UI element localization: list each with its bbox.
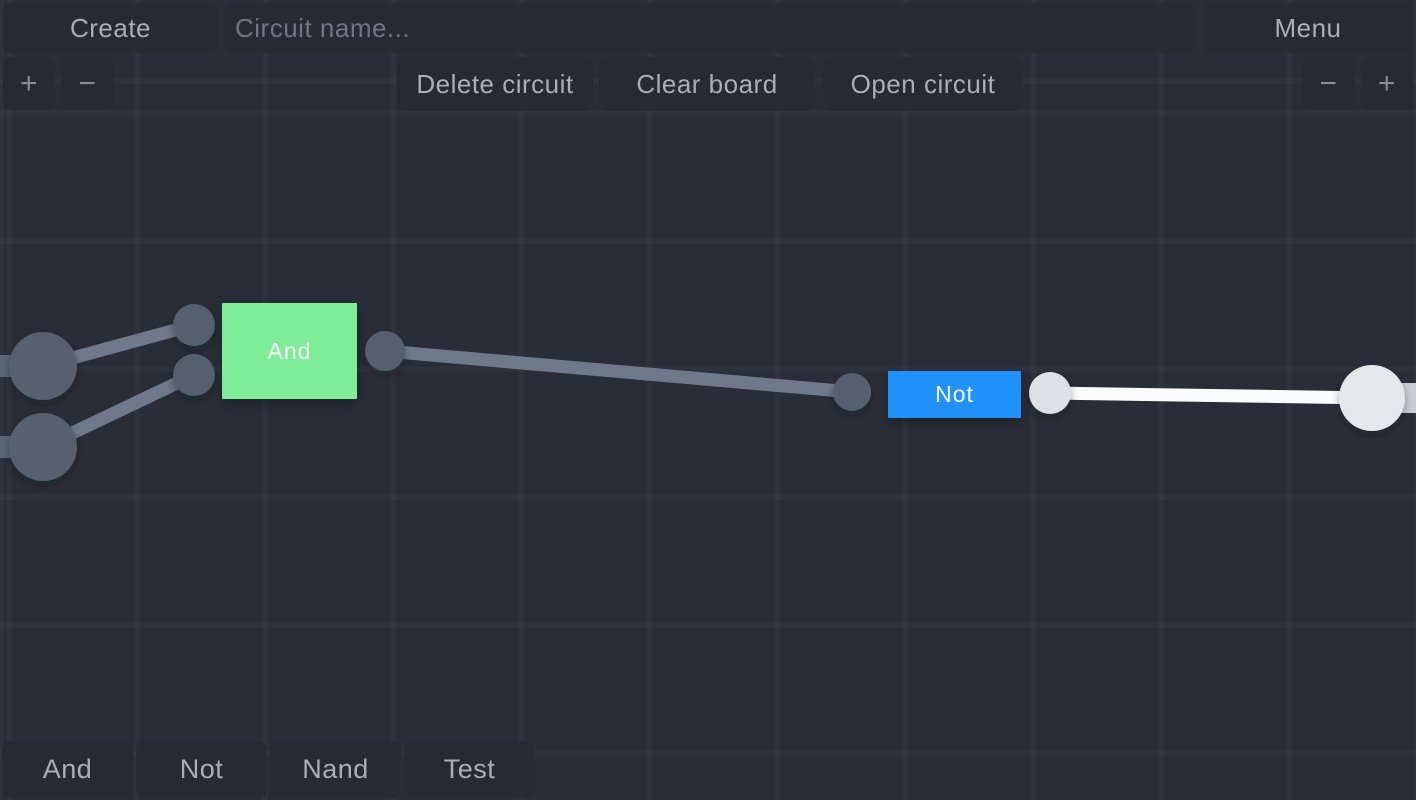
and-input-pin-2[interactable] (173, 354, 215, 396)
zoom-in-button-left[interactable]: + (3, 57, 55, 110)
input-node-1[interactable] (9, 332, 77, 400)
menu-button[interactable]: Menu (1203, 3, 1413, 53)
gate-not[interactable]: Not (888, 371, 1021, 418)
open-circuit-button[interactable]: Open circuit (823, 57, 1023, 111)
clear-board-button[interactable]: Clear board (599, 57, 815, 111)
and-input-pin-1[interactable] (173, 304, 215, 346)
create-button[interactable]: Create (3, 3, 218, 53)
not-input-pin[interactable] (833, 373, 871, 411)
and-output-pin[interactable] (365, 331, 405, 371)
output-node[interactable] (1339, 365, 1405, 431)
palette-item-and[interactable]: And (2, 741, 133, 798)
gate-not-label: Not (935, 381, 974, 407)
circuit-name-input[interactable] (225, 3, 1196, 53)
delete-circuit-button[interactable]: Delete circuit (397, 57, 593, 111)
palette-item-nand[interactable]: Nand (270, 741, 401, 798)
gate-and-label: And (267, 337, 312, 364)
zoom-in-button-right[interactable]: + (1361, 57, 1413, 110)
wire-not-to-output[interactable] (1049, 386, 1373, 405)
input-node-2[interactable] (9, 413, 77, 481)
palette-item-test[interactable]: Test (404, 741, 535, 798)
zoom-out-button-left[interactable]: − (61, 57, 114, 110)
zoom-out-button-right[interactable]: − (1302, 57, 1355, 110)
not-output-pin[interactable] (1029, 372, 1071, 414)
gate-and[interactable]: And (222, 303, 357, 399)
wire-and-to-not[interactable] (384, 344, 853, 399)
palette-item-not[interactable]: Not (136, 741, 267, 798)
